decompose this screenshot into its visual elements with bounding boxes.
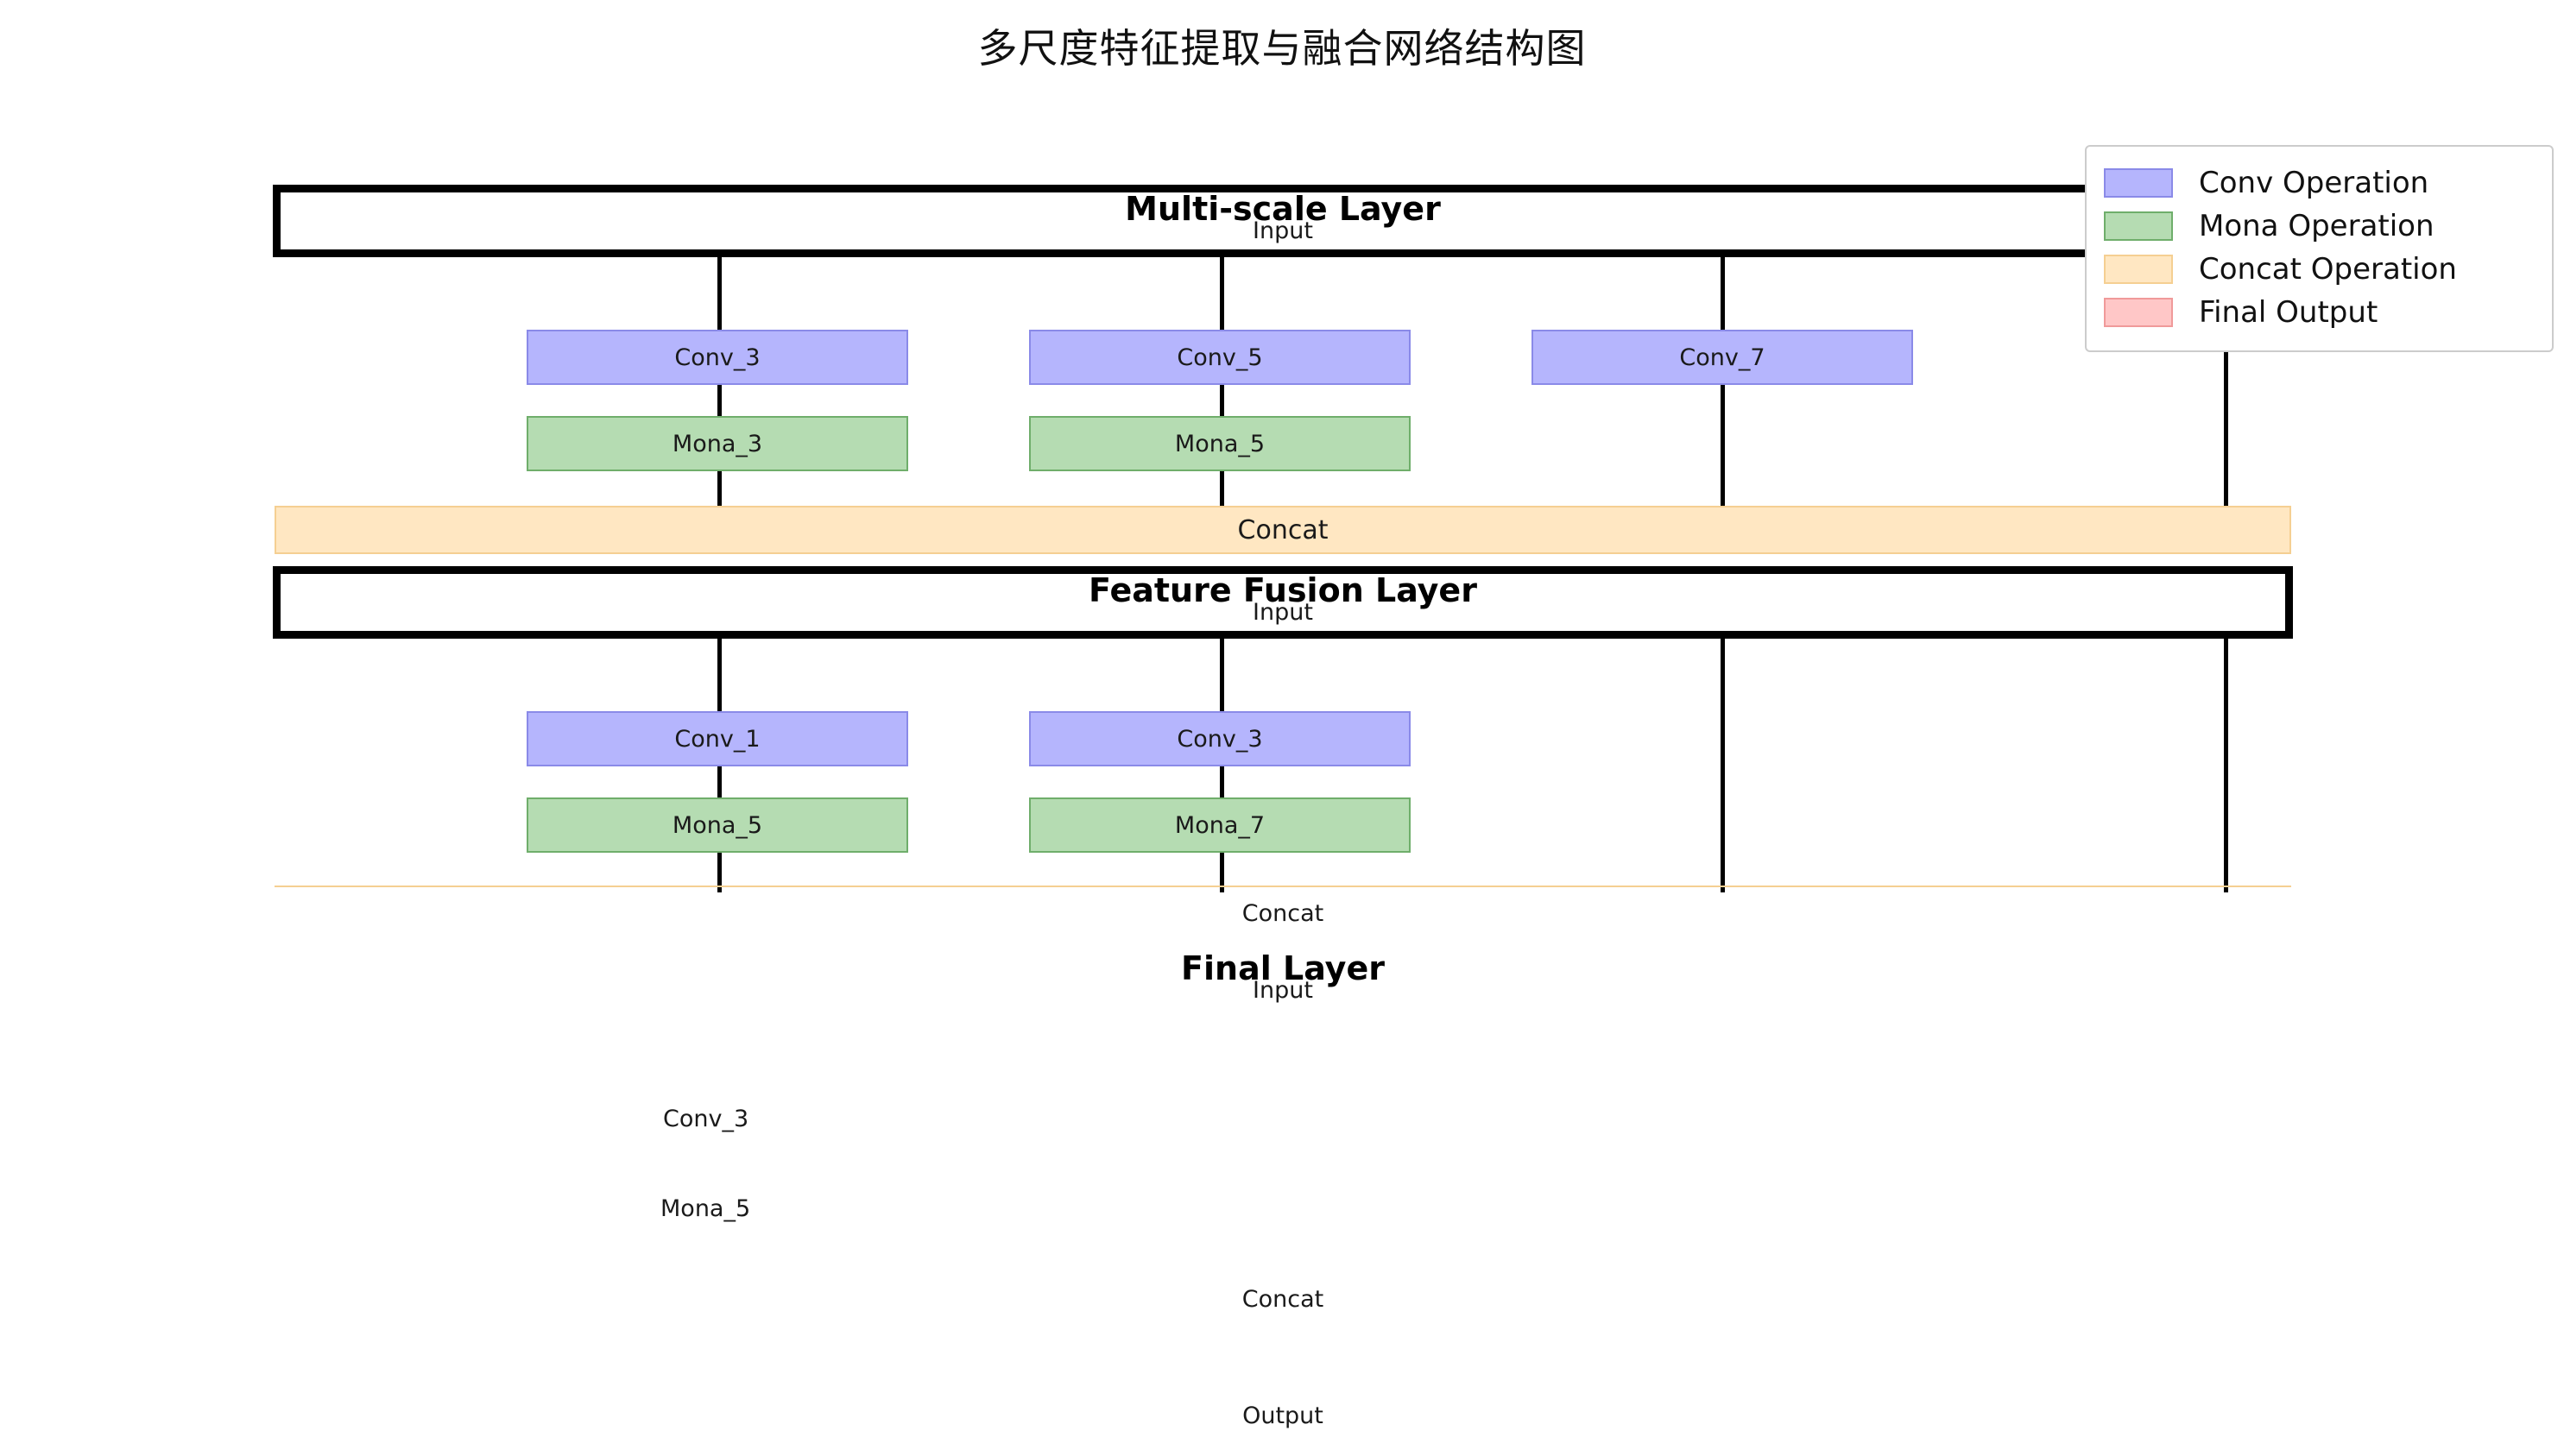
concat-label-final: Concat (1241, 1286, 1324, 1313)
final-output-label: Output (1242, 1402, 1323, 1429)
multi-scale-layer-input-label: Input (1253, 217, 1313, 244)
concat-bar-multi-scale[interactable]: Concat (275, 506, 2291, 554)
connector-line-1b (1220, 256, 1224, 526)
connector-line-1a (717, 256, 722, 526)
connector-line-2d (2224, 639, 2228, 892)
legend: Conv Operation Mona Operation Concat Ope… (2085, 145, 2554, 352)
legend-label-concat: Concat Operation (2199, 252, 2457, 287)
concat-bar-feature-fusion[interactable] (275, 886, 2291, 887)
mona-box-multi-scale-0[interactable]: Mona_3 (527, 416, 908, 471)
conv-box-multi-scale-1[interactable]: Conv_5 (1029, 330, 1411, 385)
concat-swatch-icon (2104, 255, 2173, 284)
mona-label-final-0: Mona_5 (660, 1195, 751, 1222)
legend-item-mona[interactable]: Mona Operation (2104, 205, 2535, 248)
conv-swatch-icon (2104, 168, 2173, 198)
legend-item-concat[interactable]: Concat Operation (2104, 248, 2535, 291)
legend-item-output[interactable]: Final Output (2104, 291, 2535, 334)
feature-fusion-layer-box (273, 566, 2293, 639)
multi-scale-layer-title: Multi-scale Layer (1125, 190, 1441, 228)
feature-fusion-layer-input-label: Input (1253, 599, 1313, 626)
legend-label-conv: Conv Operation (2199, 166, 2429, 200)
conv-box-feature-fusion-1[interactable]: Conv_3 (1029, 711, 1411, 766)
mona-swatch-icon (2104, 211, 2173, 241)
legend-label-output: Final Output (2199, 295, 2378, 330)
feature-fusion-layer-title: Feature Fusion Layer (1089, 571, 1477, 609)
page-title: 多尺度特征提取与融合网络结构图 (977, 25, 1587, 72)
legend-label-mona: Mona Operation (2199, 209, 2435, 243)
conv-label-final-0: Conv_3 (663, 1106, 749, 1132)
connector-line-1c (1721, 256, 1725, 526)
mona-box-feature-fusion-0[interactable]: Mona_5 (527, 797, 908, 853)
mona-box-feature-fusion-1[interactable]: Mona_7 (1029, 797, 1411, 853)
output-swatch-icon (2104, 298, 2173, 327)
multi-scale-layer-box (273, 185, 2293, 257)
connector-line-2c (1721, 639, 1725, 892)
conv-box-multi-scale-0[interactable]: Conv_3 (527, 330, 908, 385)
legend-item-conv[interactable]: Conv Operation (2104, 161, 2535, 205)
mona-box-multi-scale-1[interactable]: Mona_5 (1029, 416, 1411, 471)
final-layer-input-label: Input (1253, 977, 1313, 1004)
conv-box-multi-scale-2[interactable]: Conv_7 (1531, 330, 1913, 385)
concat-label-feature-fusion: Concat (1241, 900, 1324, 927)
conv-box-feature-fusion-0[interactable]: Conv_1 (527, 711, 908, 766)
connector-line-1d (2224, 256, 2228, 526)
final-layer-title: Final Layer (1181, 949, 1385, 987)
